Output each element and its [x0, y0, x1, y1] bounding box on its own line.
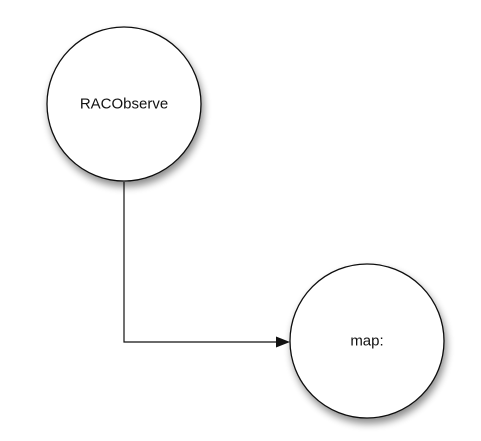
node-map: map: [289, 263, 445, 419]
edge-line [123, 182, 278, 343]
node-map-circle [289, 263, 445, 419]
node-map-label: map: [350, 333, 383, 350]
node-racobserve-circle [46, 26, 202, 182]
node-racobserve: RACObserve [46, 26, 202, 182]
arrowhead-icon [276, 336, 290, 348]
node-racobserve-label: RACObserve [80, 96, 168, 113]
edge-racobserve-to-map [123, 182, 290, 348]
